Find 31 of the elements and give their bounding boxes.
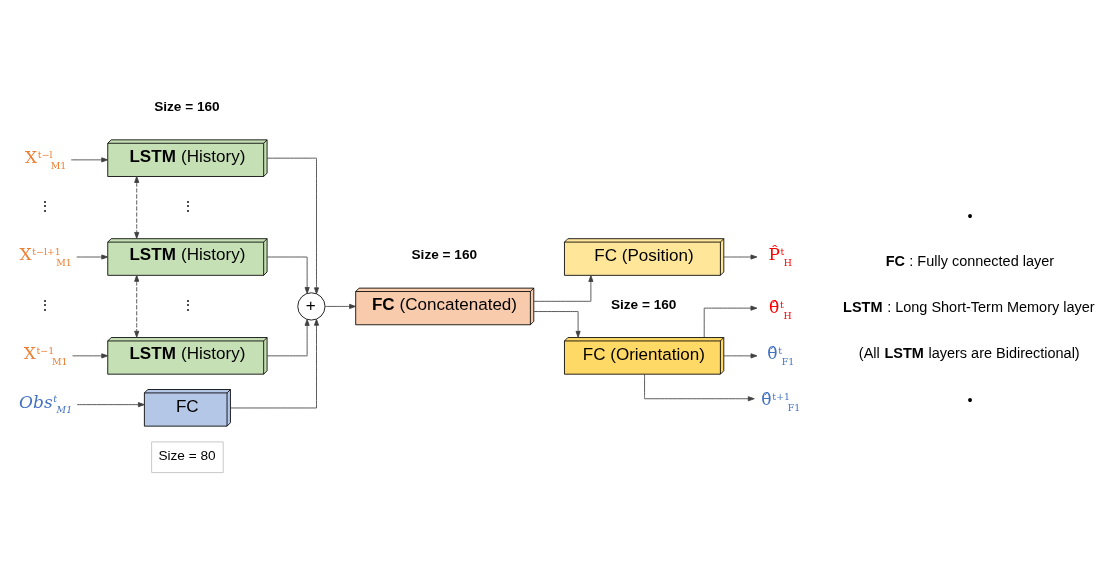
label: Size = 160 bbox=[610, 296, 677, 312]
label: LSTM : Long Short-Term Memory layer bbox=[843, 298, 1095, 315]
label: ⋮ bbox=[37, 297, 52, 313]
arrow bbox=[266, 318, 310, 356]
label: ⋮ bbox=[180, 297, 195, 313]
label: (All LSTM layers are Bidirectional) bbox=[858, 345, 1080, 361]
arrow bbox=[324, 303, 356, 309]
label: Size = 160 bbox=[411, 246, 478, 262]
arrow bbox=[72, 352, 109, 358]
label: ⋮ bbox=[37, 198, 52, 214]
arrow bbox=[533, 310, 581, 338]
label: Size = 160 bbox=[154, 98, 220, 114]
arrow bbox=[266, 256, 310, 294]
arrow bbox=[76, 401, 145, 407]
arrow bbox=[134, 274, 140, 338]
arrow bbox=[723, 352, 758, 358]
label: ⋮ bbox=[180, 198, 195, 214]
label: • bbox=[967, 391, 973, 408]
arrow bbox=[266, 157, 319, 294]
label: • bbox=[967, 207, 973, 224]
label: Size = 80 bbox=[158, 447, 216, 463]
node-circle: + bbox=[297, 291, 326, 320]
arrow bbox=[134, 175, 140, 239]
arrow bbox=[703, 305, 758, 338]
arrow bbox=[533, 274, 594, 302]
arrow bbox=[723, 254, 758, 260]
arrow bbox=[230, 318, 319, 408]
arrow bbox=[76, 254, 109, 260]
arrow bbox=[70, 156, 109, 162]
arrow bbox=[644, 373, 755, 401]
label: FC : Fully connected layer bbox=[885, 252, 1055, 269]
